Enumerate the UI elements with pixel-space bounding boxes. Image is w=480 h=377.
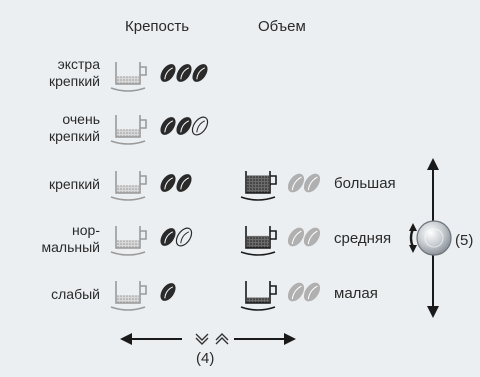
coffee-bean-icon [176, 174, 192, 192]
bean-indicator [160, 116, 209, 136]
coffee-bean-icon [160, 174, 176, 192]
bottom-label: (4) [196, 350, 215, 367]
chevron-down-up-icon[interactable] [194, 330, 234, 348]
coffee-bean-icon [303, 282, 321, 302]
knob-label: (5) [455, 232, 474, 249]
coffee-bean-icon [160, 283, 176, 301]
bean-indicator [160, 64, 208, 82]
strength-label-weak: слабый [51, 286, 100, 302]
coffee-bean-icon [175, 227, 193, 247]
rotary-knob-icon[interactable] [407, 213, 457, 263]
coffee-bean-icon [191, 116, 209, 136]
bean-indicator [160, 227, 193, 247]
coffee-bean-icon [160, 228, 176, 246]
strength-header: Крепость [125, 18, 190, 35]
coffee-cup-icon [240, 281, 277, 311]
volume-label-small: малая [334, 285, 378, 302]
coffee-cup-icon [240, 171, 277, 201]
coffee-bean-icon [176, 64, 192, 82]
coffee-bean-icon [160, 64, 176, 82]
coffee-bean-icon [192, 64, 208, 82]
coffee-bean-icon [176, 117, 192, 135]
coffee-bean-icon [303, 227, 321, 247]
strength-label-strong: крепкий [48, 176, 100, 192]
coffee-cup-icon [110, 171, 147, 201]
coffee-cup-icon [110, 62, 147, 92]
volume-label-large: большая [334, 175, 396, 192]
bean-indicator [288, 173, 321, 193]
bean-indicator [288, 282, 321, 302]
bean-indicator [160, 174, 192, 192]
coffee-cup-icon [110, 226, 147, 256]
volume-header: Объем [258, 18, 306, 35]
coffee-cup-icon [240, 226, 277, 256]
bean-indicator [288, 227, 321, 247]
strength-label-normal: нор-мальный [41, 222, 101, 255]
volume-label-medium: средняя [334, 230, 392, 247]
coffee-cup-icon [110, 281, 147, 311]
coffee-bean-icon [288, 227, 305, 247]
bean-indicator [160, 283, 176, 301]
coffee-cup-icon [110, 115, 147, 145]
horizontal-double-arrow [120, 333, 296, 345]
coffee-bean-icon [303, 173, 321, 193]
coffee-bean-icon [160, 117, 176, 135]
coffee-bean-icon [288, 173, 305, 193]
coffee-bean-icon [288, 282, 305, 302]
